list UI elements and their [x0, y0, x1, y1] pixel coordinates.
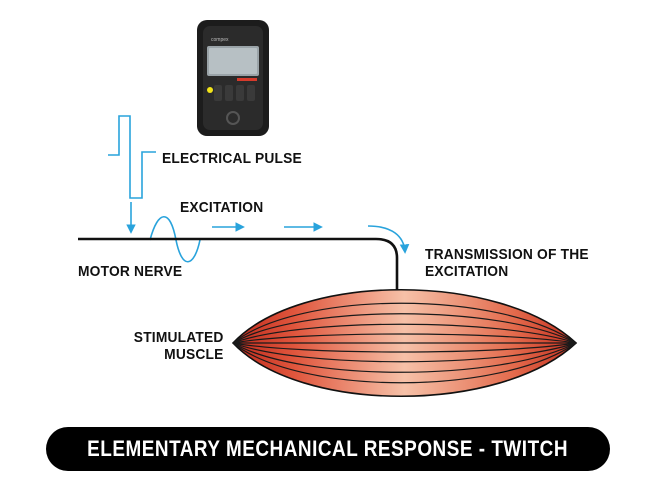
stimulator-device: compex	[197, 20, 269, 136]
device-brand: compex	[211, 37, 229, 43]
electrical-pulse-label: ELECTRICAL PULSE	[162, 150, 302, 167]
stimulated-muscle	[231, 289, 578, 397]
excitation-label: EXCITATION	[180, 199, 264, 216]
device-yellow-button	[207, 87, 213, 93]
transmission-label-line1: TRANSMISSION OF THE	[425, 246, 589, 263]
device-center-button	[226, 111, 240, 125]
muscle-label-line1: STIMULATED	[133, 329, 224, 346]
muscle-fibers	[232, 302, 577, 384]
transmission-arrow	[367, 225, 410, 254]
electrical-pulse-wave	[108, 115, 156, 199]
motor-nerve-label: MOTOR NERVE	[78, 263, 183, 280]
muscle-label-line2: MUSCLE	[164, 346, 224, 363]
motor-nerve	[78, 237, 399, 291]
transmission-label-line2: EXCITATION	[425, 263, 509, 280]
banner-title: ELEMENTARY MECHANICAL RESPONSE - TWITCH	[87, 436, 569, 461]
title-banner: ELEMENTARY MECHANICAL RESPONSE - TWITCH	[46, 427, 610, 471]
stimulated-muscle-label: STIMULATED MUSCLE	[134, 329, 224, 363]
transmission-label: TRANSMISSION OF THE EXCITATION	[425, 246, 589, 280]
